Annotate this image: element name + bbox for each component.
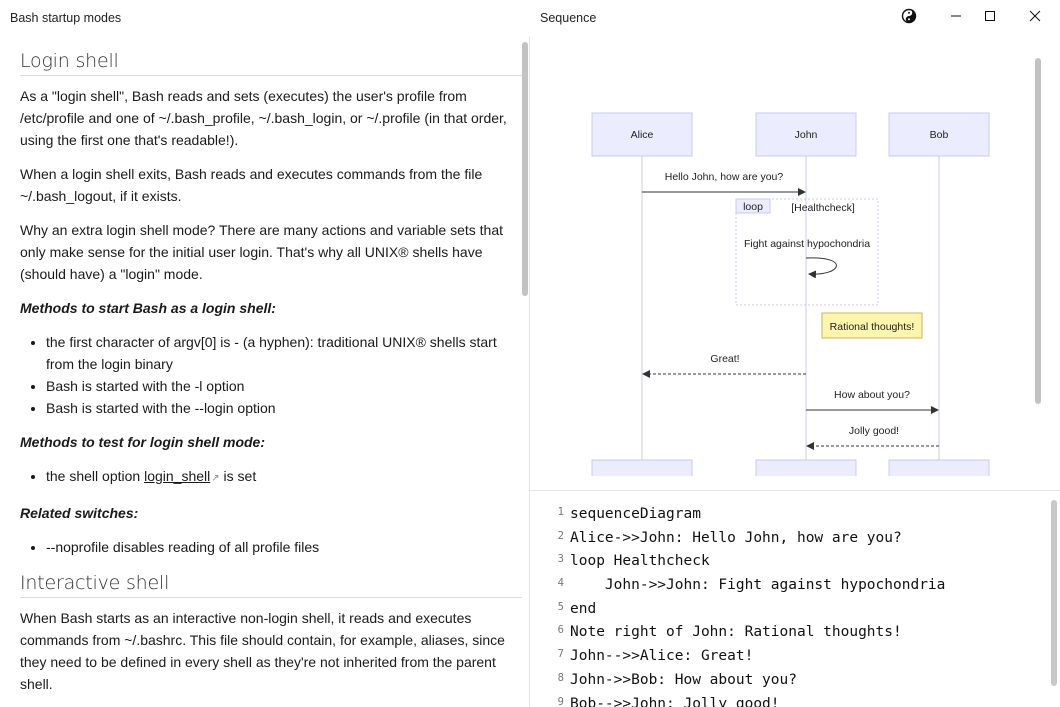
line-number: 7 [557,648,564,661]
list-item: --noprofile disables reading of all prof… [46,536,522,558]
code-line: 7 John-->>Alice: Great! [548,645,1048,669]
methods-test-list: the shell option login_shell↗ is set [20,465,522,490]
related-switches-heading: Related switches: [20,505,139,521]
document-scrollbar[interactable] [522,42,528,296]
right-titlebar: Sequence [530,0,1060,36]
actor-label-alice: Alice [631,129,654,141]
methods-test-suffix: is set [219,468,257,484]
list-item: the shell option login_shell↗ is set [46,465,522,490]
code-text: John->>Bob: How about you? [570,671,797,688]
code-text: Bob-->>John: Jolly good! [570,695,780,707]
code-text: Alice->>John: Hello John, how are you? [570,529,902,546]
loop-label-box [735,198,771,214]
maximize-icon[interactable] [976,4,1004,28]
actor-label-john: John [795,129,818,141]
message-1-label: Hello John, how are you? [665,171,784,183]
line-number: 8 [557,671,564,684]
actor-label-bob: Bob [930,129,949,141]
actor-box-alice [591,112,693,157]
minimize-icon[interactable] [942,4,970,28]
login-paragraph-1: As a "login shell", Bash reads and sets … [20,88,507,148]
message-4-label: Jolly good! [849,425,899,437]
methods-test-prefix: the shell option [46,468,145,484]
code-line: 5 end [548,598,1048,622]
pane-divider[interactable] [529,36,530,707]
actor-box-alice-bottom [591,459,693,476]
code-line: 1 sequenceDiagram [548,503,1048,527]
message-3-label: How about you? [834,389,910,401]
methods-test-heading: Methods to test for login shell mode: [20,434,265,450]
code-text: end [570,600,597,617]
code-text: sequenceDiagram [570,506,701,522]
message-2-label: Great! [710,353,739,365]
left-pane-title: Bash startup modes [10,11,122,25]
line-number: 1 [557,506,564,518]
code-editor[interactable]: 1 sequenceDiagram 2 Alice->>John: Hello Jo… [548,503,1048,707]
self-message-arrow [805,257,837,279]
line-number: 2 [557,529,564,542]
loop-label: [Healthcheck] [791,202,855,214]
editor-splitter[interactable] [530,490,1060,491]
list-item: Bash is started with the -l option [46,375,522,397]
login-shell-link[interactable]: login_shell [144,468,211,484]
sequence-diagram: Alice John Bob Hello John, how are you? … [530,36,1040,476]
code-text: Note right of John: Rational thoughts! [570,624,902,641]
interactive-paragraph-1: When Bash starts as an interactive non-l… [20,610,505,692]
code-line: 3 loop Healthcheck [548,550,1048,574]
code-scrollbar[interactable] [1051,500,1057,686]
document-pane: Login shell As a "login shell", Bash rea… [20,36,522,707]
related-switches-list: --noprofile disables reading of all prof… [20,536,522,558]
line-number: 6 [557,624,564,637]
code-line: 6 Note right of John: Rational thoughts! [548,621,1048,645]
loop-box [735,198,879,306]
loop-keyword: loop [743,201,763,213]
actor-box-john-bottom [755,459,857,476]
right-pane-title: Sequence [540,11,597,25]
self-message-label: Fight against hypochondria [744,238,870,250]
line-number: 9 [557,695,564,707]
code-line: 4 John->>John: Fight against hypochondri… [548,574,1048,598]
code-line: 8 John->>Bob: How about you? [548,669,1048,693]
left-titlebar: Bash startup modes [0,0,530,36]
note-box [821,312,923,339]
diagram-scrollbar[interactable] [1035,58,1041,404]
line-number: 3 [557,553,564,566]
note-text: Rational thoughts! [830,321,915,333]
line-number: 4 [557,577,564,590]
actor-box-john [755,112,857,157]
heading-login-shell: Login shell [20,50,522,76]
login-paragraph-3: Why an extra login shell mode? There are… [20,222,503,282]
methods-start-heading: Methods to start Bash as a login shell: [20,300,276,316]
actor-box-bob [888,112,990,157]
code-text: John-->>Alice: Great! [570,648,754,665]
code-text: loop Healthcheck [570,553,710,570]
external-link-icon: ↗ [211,473,220,484]
code-line: 9 Bob-->>John: Jolly good! [548,693,1048,707]
heading-interactive-shell: Interactive shell [20,572,522,598]
actor-box-bob-bottom [888,459,990,476]
code-line: 2 Alice->>John: Hello John, how are you? [548,527,1048,551]
yin-yang-icon[interactable] [895,4,923,28]
login-paragraph-2: When a login shell exits, Bash reads and… [20,166,483,204]
close-icon[interactable] [1021,4,1049,28]
line-number: 5 [557,600,564,613]
code-text: John->>John: Fight against hypochondria [570,577,946,594]
methods-start-list: the first character of argv[0] is - (a h… [20,331,522,419]
list-item: the first character of argv[0] is - (a h… [46,331,522,375]
list-item: Bash is started with the --login option [46,397,522,419]
